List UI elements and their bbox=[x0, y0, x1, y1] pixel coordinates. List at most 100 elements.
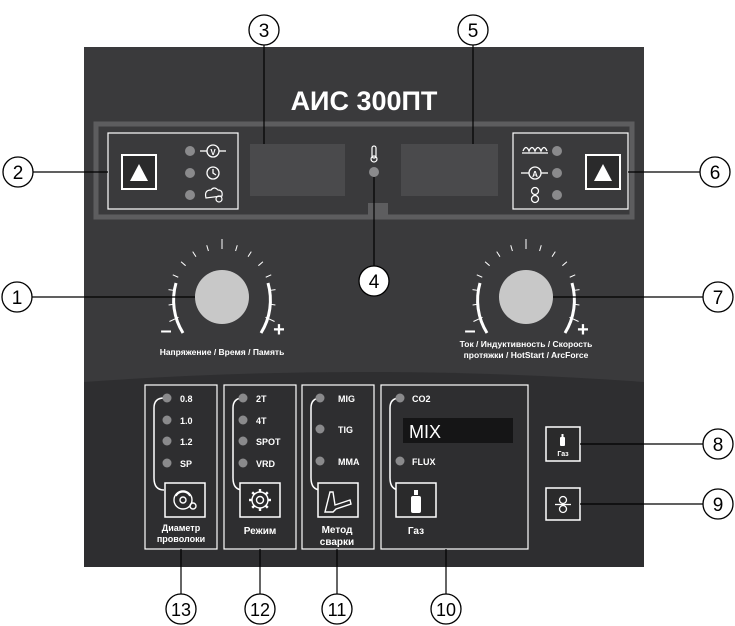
callout-number-2: 2 bbox=[13, 163, 24, 184]
display-frame bbox=[93, 121, 635, 220]
callout-number-7: 7 bbox=[713, 288, 724, 309]
knob-scale-tick bbox=[569, 274, 576, 278]
callout-number-4: 4 bbox=[369, 272, 380, 293]
gas-caption: Газ bbox=[408, 526, 424, 537]
callout-2: 2 bbox=[2, 156, 34, 188]
right-knob[interactable] bbox=[499, 270, 553, 324]
callout-7: 7 bbox=[702, 281, 734, 313]
callout-number-11: 11 bbox=[328, 600, 347, 620]
callout-number-8: 8 bbox=[713, 435, 724, 456]
led-method-mig bbox=[315, 393, 325, 403]
method-option-mig: MIG bbox=[338, 394, 355, 404]
callout-number-13: 13 bbox=[171, 600, 191, 620]
wire-diameter-caption-line1: Диаметр bbox=[162, 523, 201, 533]
gas-option-flux: FLUX bbox=[412, 457, 436, 467]
wire-option-1.2: 1.2 bbox=[180, 437, 193, 447]
mode-bracket bbox=[232, 397, 244, 491]
callout-number-5: 5 bbox=[468, 21, 479, 42]
right-knob-arc-left bbox=[476, 282, 489, 334]
voltmeter-icon: V bbox=[200, 144, 226, 158]
knob-scale-tick bbox=[496, 251, 501, 257]
right-knob-scale bbox=[472, 239, 580, 322]
knob-scale-tick bbox=[235, 245, 238, 252]
gas-selection-display bbox=[403, 418, 513, 443]
callout-13: 13 bbox=[165, 593, 197, 625]
callout-4: 4 bbox=[358, 265, 390, 297]
left-display bbox=[250, 144, 345, 196]
up-arrow-icon bbox=[130, 164, 148, 181]
wire-spool-icon bbox=[173, 490, 197, 510]
gear-icon bbox=[249, 489, 271, 511]
callout-10: 10 bbox=[430, 593, 462, 625]
inductance-icon bbox=[522, 146, 548, 154]
knob-scale-tick bbox=[258, 261, 264, 267]
led-wire-0.8 bbox=[162, 393, 172, 403]
method-caption-line2: сварки bbox=[320, 537, 354, 548]
led-wire-1.2 bbox=[162, 436, 172, 446]
callout-number-12: 12 bbox=[250, 600, 270, 620]
right-knob-plus: + bbox=[577, 319, 589, 341]
svg-text:V: V bbox=[210, 148, 216, 157]
device-title: АИС 300ПТ bbox=[291, 86, 438, 116]
gas-test-button-label: Газ bbox=[557, 451, 569, 458]
left-knob-arc-right bbox=[259, 282, 272, 334]
callout-leaders bbox=[32, 44, 707, 596]
method-button[interactable] bbox=[317, 482, 359, 518]
callout-number-10: 10 bbox=[436, 600, 456, 620]
up-arrow-icon bbox=[594, 164, 612, 181]
led-method-tig bbox=[315, 424, 325, 434]
knob-scale-tick bbox=[510, 245, 513, 252]
left-control-box bbox=[107, 132, 239, 210]
mode-caption: Режим bbox=[244, 526, 277, 537]
led-voltage bbox=[185, 146, 195, 156]
thermometer-icon bbox=[370, 145, 378, 163]
mode-option-spot: SPOT bbox=[256, 437, 281, 447]
torch-icon bbox=[324, 491, 352, 513]
led-mode-vrd bbox=[238, 458, 248, 468]
display-frame-notch bbox=[368, 203, 388, 218]
ammeter-icon: A bbox=[521, 166, 548, 180]
method-option-tig: TIG bbox=[338, 425, 353, 435]
wire-option-sp: SP bbox=[180, 459, 192, 469]
callout-11: 11 bbox=[321, 593, 353, 625]
knob-scale-tick bbox=[551, 251, 556, 257]
gas-selected-value: MIX bbox=[409, 422, 441, 442]
led-current bbox=[552, 168, 562, 178]
method-option-mma: MMA bbox=[338, 457, 360, 467]
knob-scale-tick bbox=[476, 274, 483, 278]
callout-number-9: 9 bbox=[713, 495, 724, 516]
left-knob-arc-left bbox=[172, 282, 185, 334]
gas-bottle-icon bbox=[560, 434, 565, 446]
wire-diameter-bracket bbox=[153, 397, 165, 491]
knob-scale-tick bbox=[180, 261, 186, 267]
wire-diameter-caption-line2: проволоки bbox=[157, 534, 205, 544]
wire-feed-icon bbox=[530, 186, 540, 204]
left-knob-plus: + bbox=[273, 319, 285, 341]
knob-scale-tick bbox=[562, 261, 568, 267]
knob-scale-tick bbox=[265, 274, 272, 278]
wire-diameter-button[interactable] bbox=[164, 482, 206, 518]
knob-scale-tick bbox=[484, 261, 490, 267]
callout-1: 1 bbox=[1, 281, 33, 313]
left-knob[interactable] bbox=[195, 270, 249, 324]
wire-option-1.0: 1.0 bbox=[180, 416, 193, 426]
callout-number-3: 3 bbox=[259, 21, 270, 42]
led-inductance bbox=[552, 146, 562, 156]
left-knob-caption: Напряжение / Время / Память bbox=[160, 347, 285, 357]
gas-option-co2: CO2 bbox=[412, 394, 431, 404]
led-wire-sp bbox=[162, 458, 172, 468]
gas-bottle-icon bbox=[411, 490, 421, 513]
callout-3: 3 bbox=[248, 14, 280, 46]
knob-scale-tick bbox=[539, 245, 542, 252]
callout-number-1: 1 bbox=[12, 288, 23, 309]
mode-button[interactable] bbox=[239, 482, 281, 518]
led-memory bbox=[185, 190, 195, 200]
led-mode-2t bbox=[238, 393, 248, 403]
svg-text:A: A bbox=[532, 170, 538, 179]
mode-option-2t: 2T bbox=[256, 394, 267, 404]
method-group bbox=[301, 384, 375, 550]
mode-option-4t: 4T bbox=[256, 416, 267, 426]
led-gas-flux bbox=[395, 456, 405, 466]
callout-12: 12 bbox=[244, 593, 276, 625]
